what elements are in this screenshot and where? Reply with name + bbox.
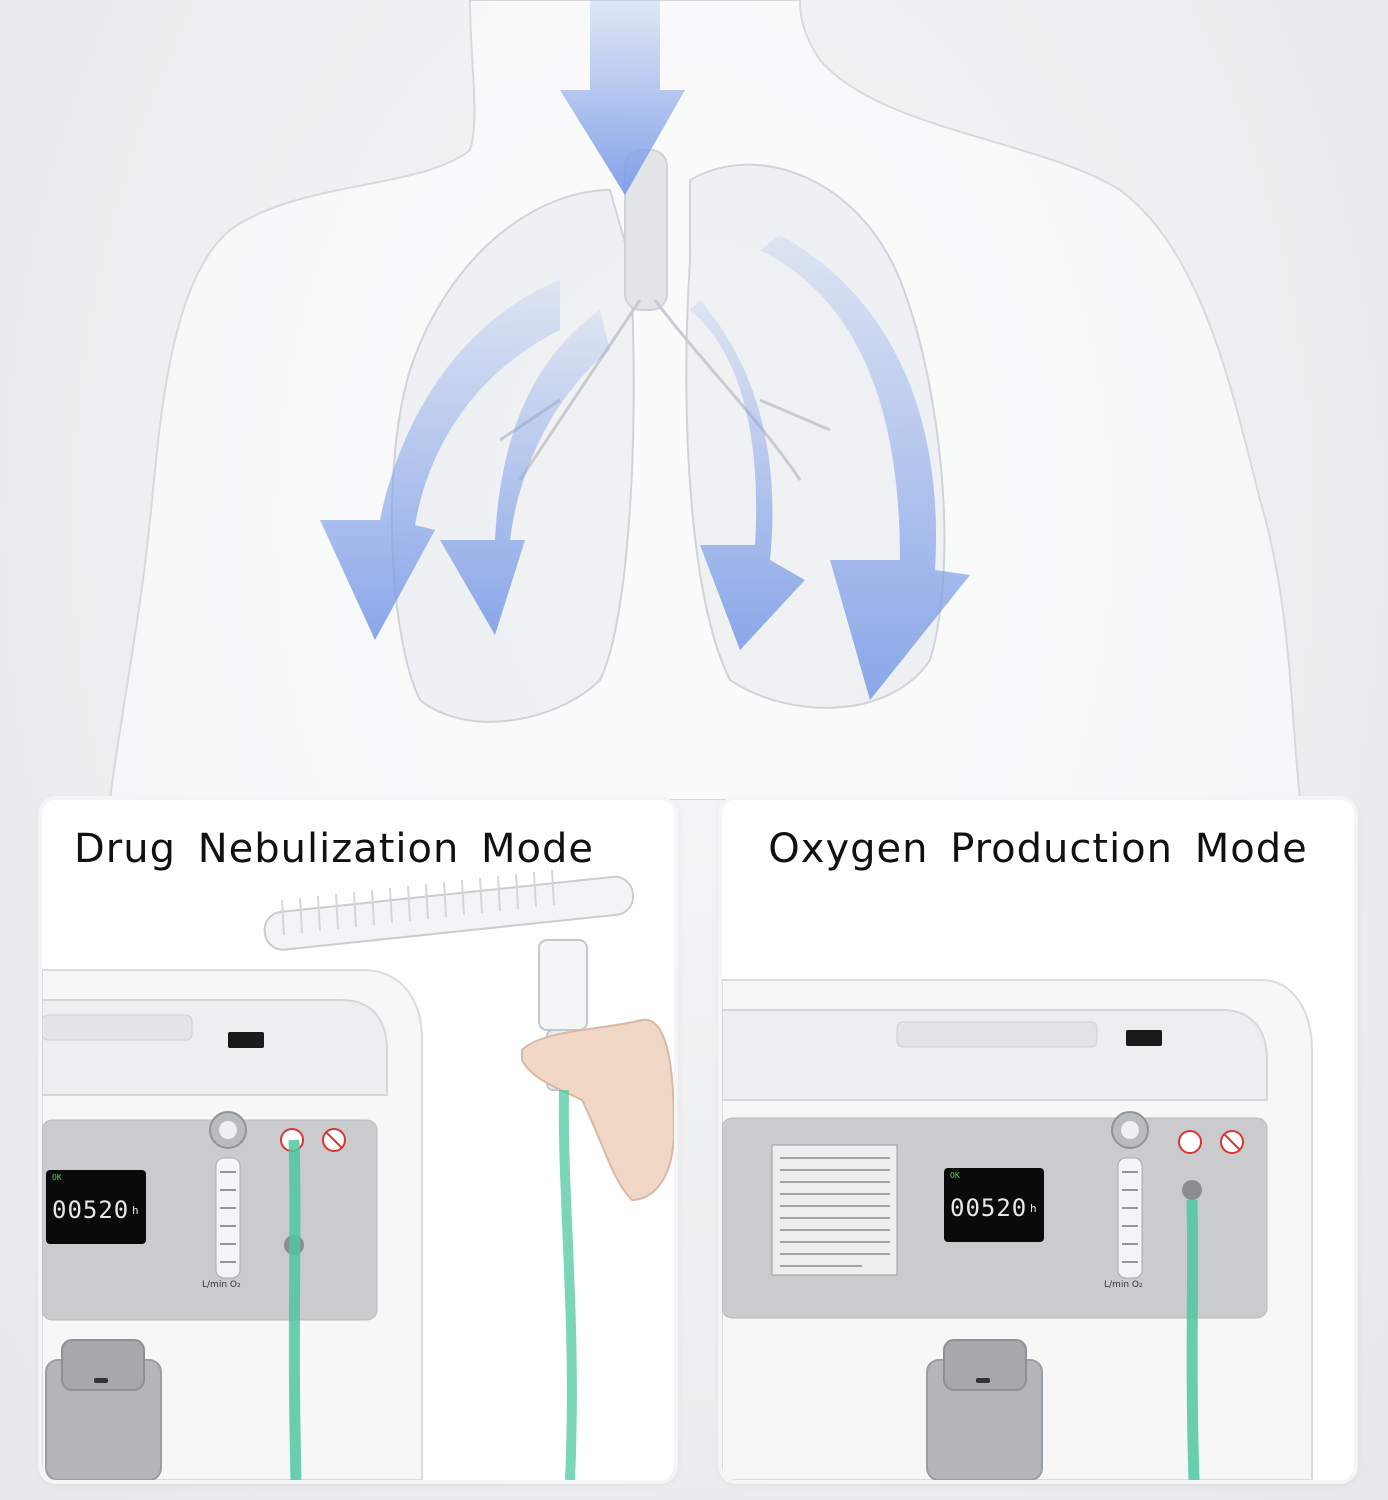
nebulizer-device-illustration	[42, 869, 674, 1480]
panel-title-oxygen-production: Oxygen Production Mode	[768, 826, 1308, 872]
arrow-left-outer	[320, 280, 560, 640]
oxygen-device-illustration	[722, 979, 1313, 1480]
arrow-left-inner	[440, 310, 610, 635]
lcd-display: OK 00520 h	[944, 1168, 1044, 1242]
lcd-status-label: OK	[52, 1173, 62, 1182]
lcd-hours-value: 00520	[950, 1194, 1028, 1222]
concentrator-device	[42, 969, 423, 1480]
nebulizer-tube	[558, 1089, 577, 1480]
lcd-hours-value: 00520	[52, 1196, 130, 1224]
torso-lungs-illustration	[108, 0, 1302, 800]
lcd-hours-unit: h	[132, 1204, 140, 1217]
corrugated-tube	[263, 869, 635, 951]
arrow-right-inner	[690, 300, 805, 650]
lcd-status-label: OK	[950, 1171, 960, 1180]
panel-drug-nebulization: OK 00520 h L/min O₂ Drug Nebulization Mo…	[42, 800, 674, 1480]
arrow-down-trachea	[560, 0, 685, 195]
panel-oxygen-production: OK 00520 h L/min O₂ Oxygen Production Mo…	[722, 800, 1354, 1480]
panel-title-drug-nebulization: Drug Nebulization Mode	[74, 826, 595, 872]
hand	[521, 1018, 674, 1202]
arrow-right-outer	[760, 235, 970, 700]
lcd-display: OK 00520 h	[46, 1170, 146, 1244]
flow-unit-label: L/min O₂	[1104, 1280, 1143, 1290]
lcd-hours-unit: h	[1030, 1202, 1038, 1215]
flow-unit-label: L/min O₂	[202, 1280, 241, 1290]
